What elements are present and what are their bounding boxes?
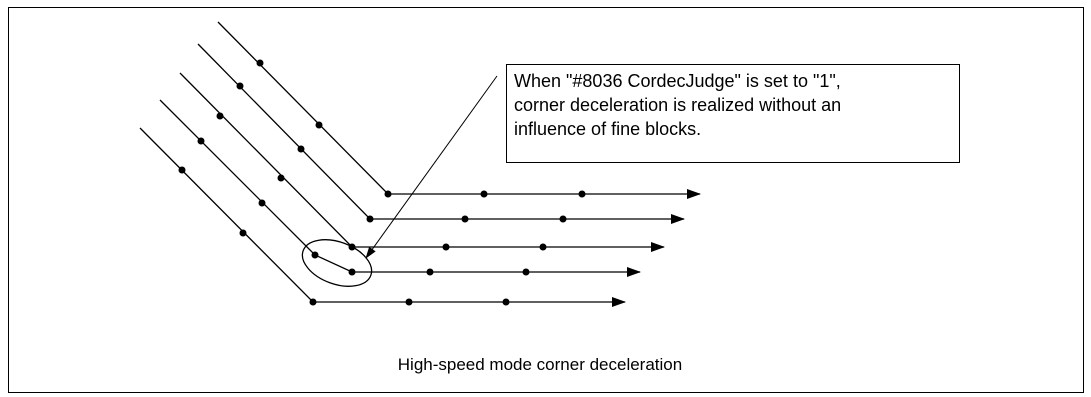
path-point (309, 298, 317, 306)
path-point (442, 243, 450, 251)
path-point (480, 190, 488, 198)
path-point (502, 298, 510, 306)
path-point (239, 229, 247, 237)
path-point (197, 137, 205, 145)
path-point (178, 166, 186, 174)
path-point (539, 243, 547, 251)
path-point (578, 190, 586, 198)
path-point (236, 82, 244, 90)
path-point (405, 298, 413, 306)
path-point (559, 215, 567, 223)
path-point (256, 59, 264, 67)
note-line: corner deceleration is realized without … (514, 95, 842, 115)
diagram-caption: High-speed mode corner deceleration (397, 355, 683, 374)
path-point (311, 251, 319, 259)
note-line: influence of fine blocks. (514, 119, 702, 139)
path-point (297, 145, 305, 153)
path-point (315, 121, 323, 129)
tool-path-2 (197, 43, 685, 224)
tool-path-5 (139, 127, 626, 307)
path-point (277, 174, 285, 182)
path-point (522, 268, 530, 276)
fine-blocks-highlight (301, 239, 373, 287)
path-point (216, 112, 224, 120)
tool-path-1 (217, 21, 701, 199)
tool-path-4 (159, 99, 641, 277)
path-point (384, 190, 392, 198)
path-point (366, 215, 374, 223)
path-point (258, 199, 266, 207)
leader-line (365, 75, 498, 259)
path-point (348, 268, 356, 276)
path-point (461, 215, 469, 223)
path-point (426, 268, 434, 276)
annotation-note: When "#8036 CordecJudge" is set to "1", … (506, 64, 960, 163)
note-line: When "#8036 CordecJudge" is set to "1", (514, 71, 841, 91)
